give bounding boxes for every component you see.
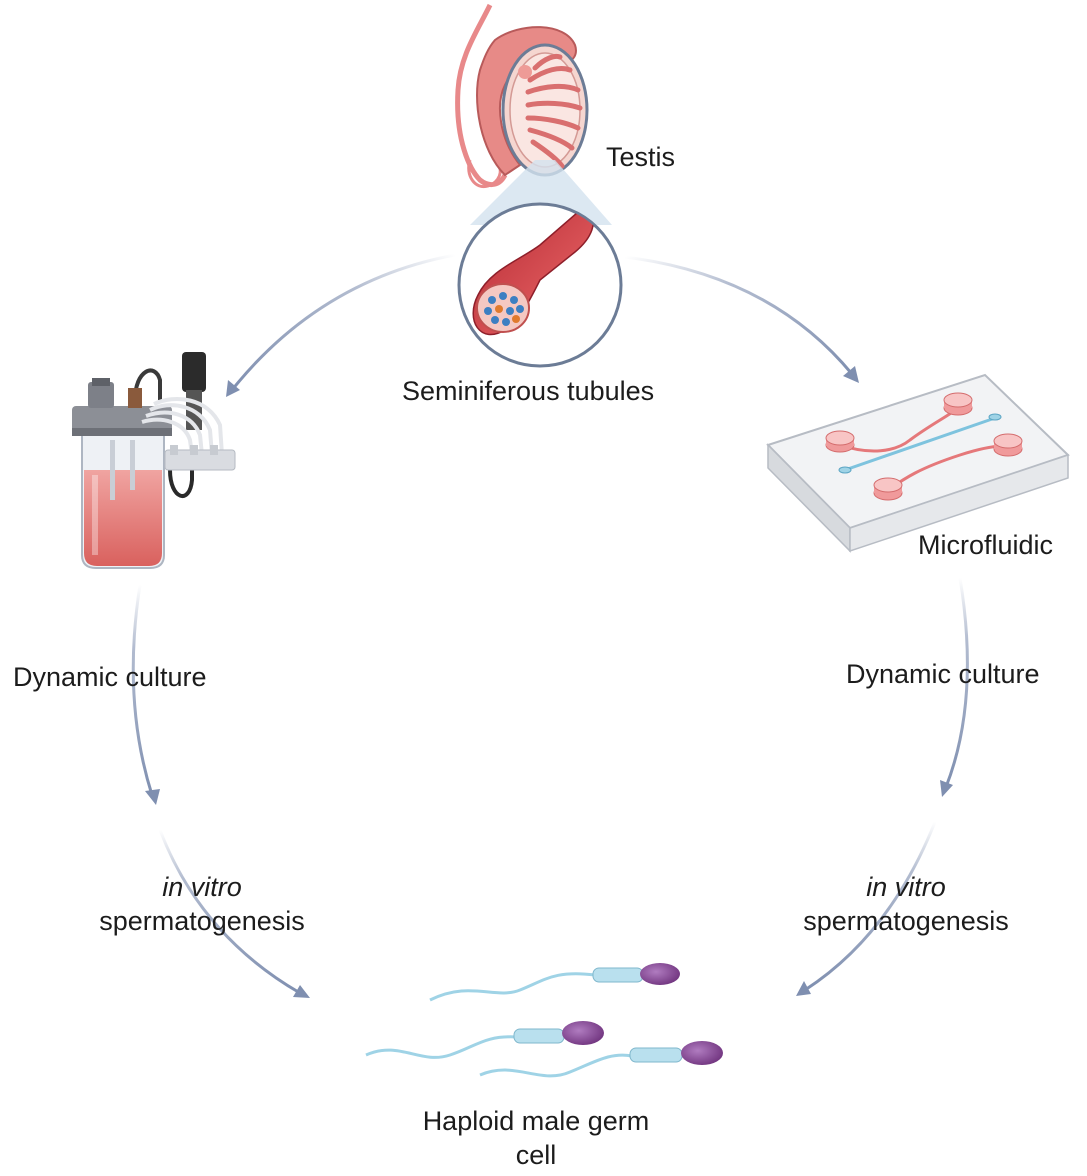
- dynamic-culture-right-label: Dynamic culture: [846, 659, 1040, 689]
- microfluidic-label: Microfluidic: [918, 530, 1054, 560]
- sperm-cell-3: [479, 1041, 723, 1078]
- arrow-right-to-germ-cells: [796, 821, 937, 996]
- arrow-microfluidic-down: [940, 577, 969, 797]
- arrow-bioreactor-down: [131, 584, 160, 805]
- arrow-seminiferous-to-bioreactor: [226, 253, 456, 397]
- haploid-line2-text: cell: [515, 1140, 557, 1170]
- in-vitro-spermatogenesis-left-label: in vitro spermatogenesis: [82, 870, 322, 938]
- in-vitro-left-text: in vitro: [162, 872, 242, 902]
- sperm-cell-2: [365, 1021, 604, 1059]
- seminiferous-tubules-label: Seminiferous tubules: [402, 376, 655, 406]
- in-vitro-right-text: in vitro: [866, 872, 946, 902]
- chip-wells: [825, 392, 1023, 501]
- arrow-left-to-germ-cells: [158, 829, 310, 998]
- arrow-seminiferous-to-microfluidic: [624, 255, 859, 383]
- haploid-line1-text: Haploid male germ: [422, 1106, 650, 1136]
- in-vitro-spermatogenesis-right-label: in vitro spermatogenesis: [786, 870, 1026, 938]
- sperm-cell-1: [429, 963, 680, 1002]
- seminiferous-tubule-zoom: [457, 202, 623, 368]
- testis-label: Testis: [606, 142, 676, 172]
- spermatogenesis-left-text: spermatogenesis: [99, 906, 305, 936]
- microfluidic-chip-illustration: [766, 373, 1070, 553]
- bioreactor-illustration: [72, 352, 236, 569]
- dynamic-culture-left-label: Dynamic culture: [13, 662, 207, 692]
- germ-cell-dots: [484, 292, 524, 326]
- sperm-cells-illustration: [365, 963, 723, 1078]
- haploid-male-germ-cell-label: Haploid male germ cell: [386, 1104, 686, 1172]
- testis-illustration: [455, 3, 612, 225]
- spermatogenesis-right-text: spermatogenesis: [803, 906, 1009, 936]
